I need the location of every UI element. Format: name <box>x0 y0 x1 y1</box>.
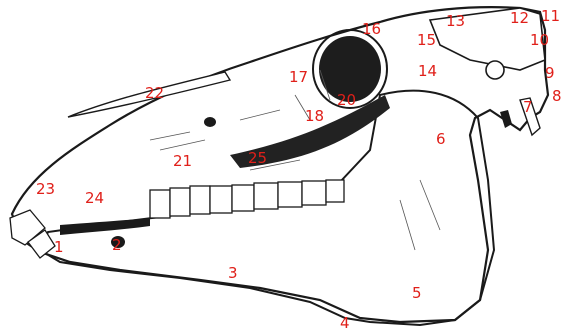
label-17: 17 <box>289 68 308 86</box>
label-4: 4 <box>340 314 350 329</box>
ear-canal <box>486 61 504 79</box>
label-5: 5 <box>412 284 422 302</box>
label-15: 15 <box>417 31 436 49</box>
label-22: 22 <box>145 84 164 102</box>
label-14: 14 <box>418 62 437 80</box>
label-2: 2 <box>112 236 122 254</box>
label-24: 24 <box>85 189 104 207</box>
label-3: 3 <box>228 264 238 282</box>
label-21: 21 <box>173 152 192 170</box>
label-23: 23 <box>36 180 55 198</box>
label-11: 11 <box>541 7 560 25</box>
label-25: 25 <box>248 149 267 167</box>
label-20: 20 <box>337 91 356 109</box>
label-12: 12 <box>510 9 529 27</box>
label-6: 6 <box>436 130 446 148</box>
label-1: 1 <box>54 238 64 256</box>
label-18: 18 <box>305 107 324 125</box>
infraorbital-foramen <box>204 117 216 127</box>
label-7: 7 <box>523 98 533 116</box>
label-8: 8 <box>552 87 561 105</box>
label-16: 16 <box>362 20 381 38</box>
label-9: 9 <box>545 64 555 82</box>
label-10: 10 <box>530 31 549 49</box>
label-13: 13 <box>446 12 465 30</box>
